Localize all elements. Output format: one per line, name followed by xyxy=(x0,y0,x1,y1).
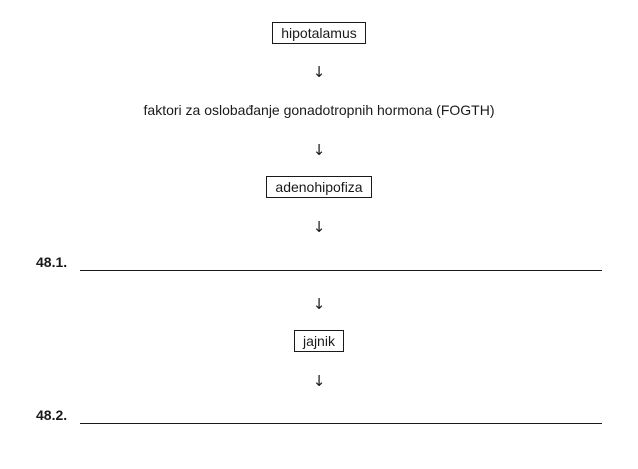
flow-box-hypothalamus: hipotalamus xyxy=(272,22,366,44)
answer-blank-line[interactable] xyxy=(80,270,602,271)
question-label: 48.2. xyxy=(36,407,68,423)
arrow-down-icon: ↓ xyxy=(312,218,326,236)
question-label: 48.1. xyxy=(36,254,68,270)
flow-step-ovary-row: jajnik xyxy=(0,330,638,352)
flow-step-fogth: faktori za oslobađanje gonadotropnih hor… xyxy=(143,102,495,118)
arrow-down-icon: ↓ xyxy=(312,63,326,81)
answer-blank-line[interactable] xyxy=(80,423,602,424)
arrow-down-icon: ↓ xyxy=(312,141,326,159)
flow-box-adenohypophysis: adenohipofiza xyxy=(266,176,372,198)
flow-step-adenohypophysis-row: adenohipofiza xyxy=(0,176,638,198)
arrow-down-icon: ↓ xyxy=(312,295,326,313)
flow-box-ovary: jajnik xyxy=(294,330,344,352)
answer-row-48-1: 48.1. xyxy=(36,252,602,274)
answer-row-48-2: 48.2. xyxy=(36,405,602,427)
arrow-down-icon: ↓ xyxy=(312,372,326,390)
flow-step-hypothalamus-row: hipotalamus xyxy=(0,22,638,44)
